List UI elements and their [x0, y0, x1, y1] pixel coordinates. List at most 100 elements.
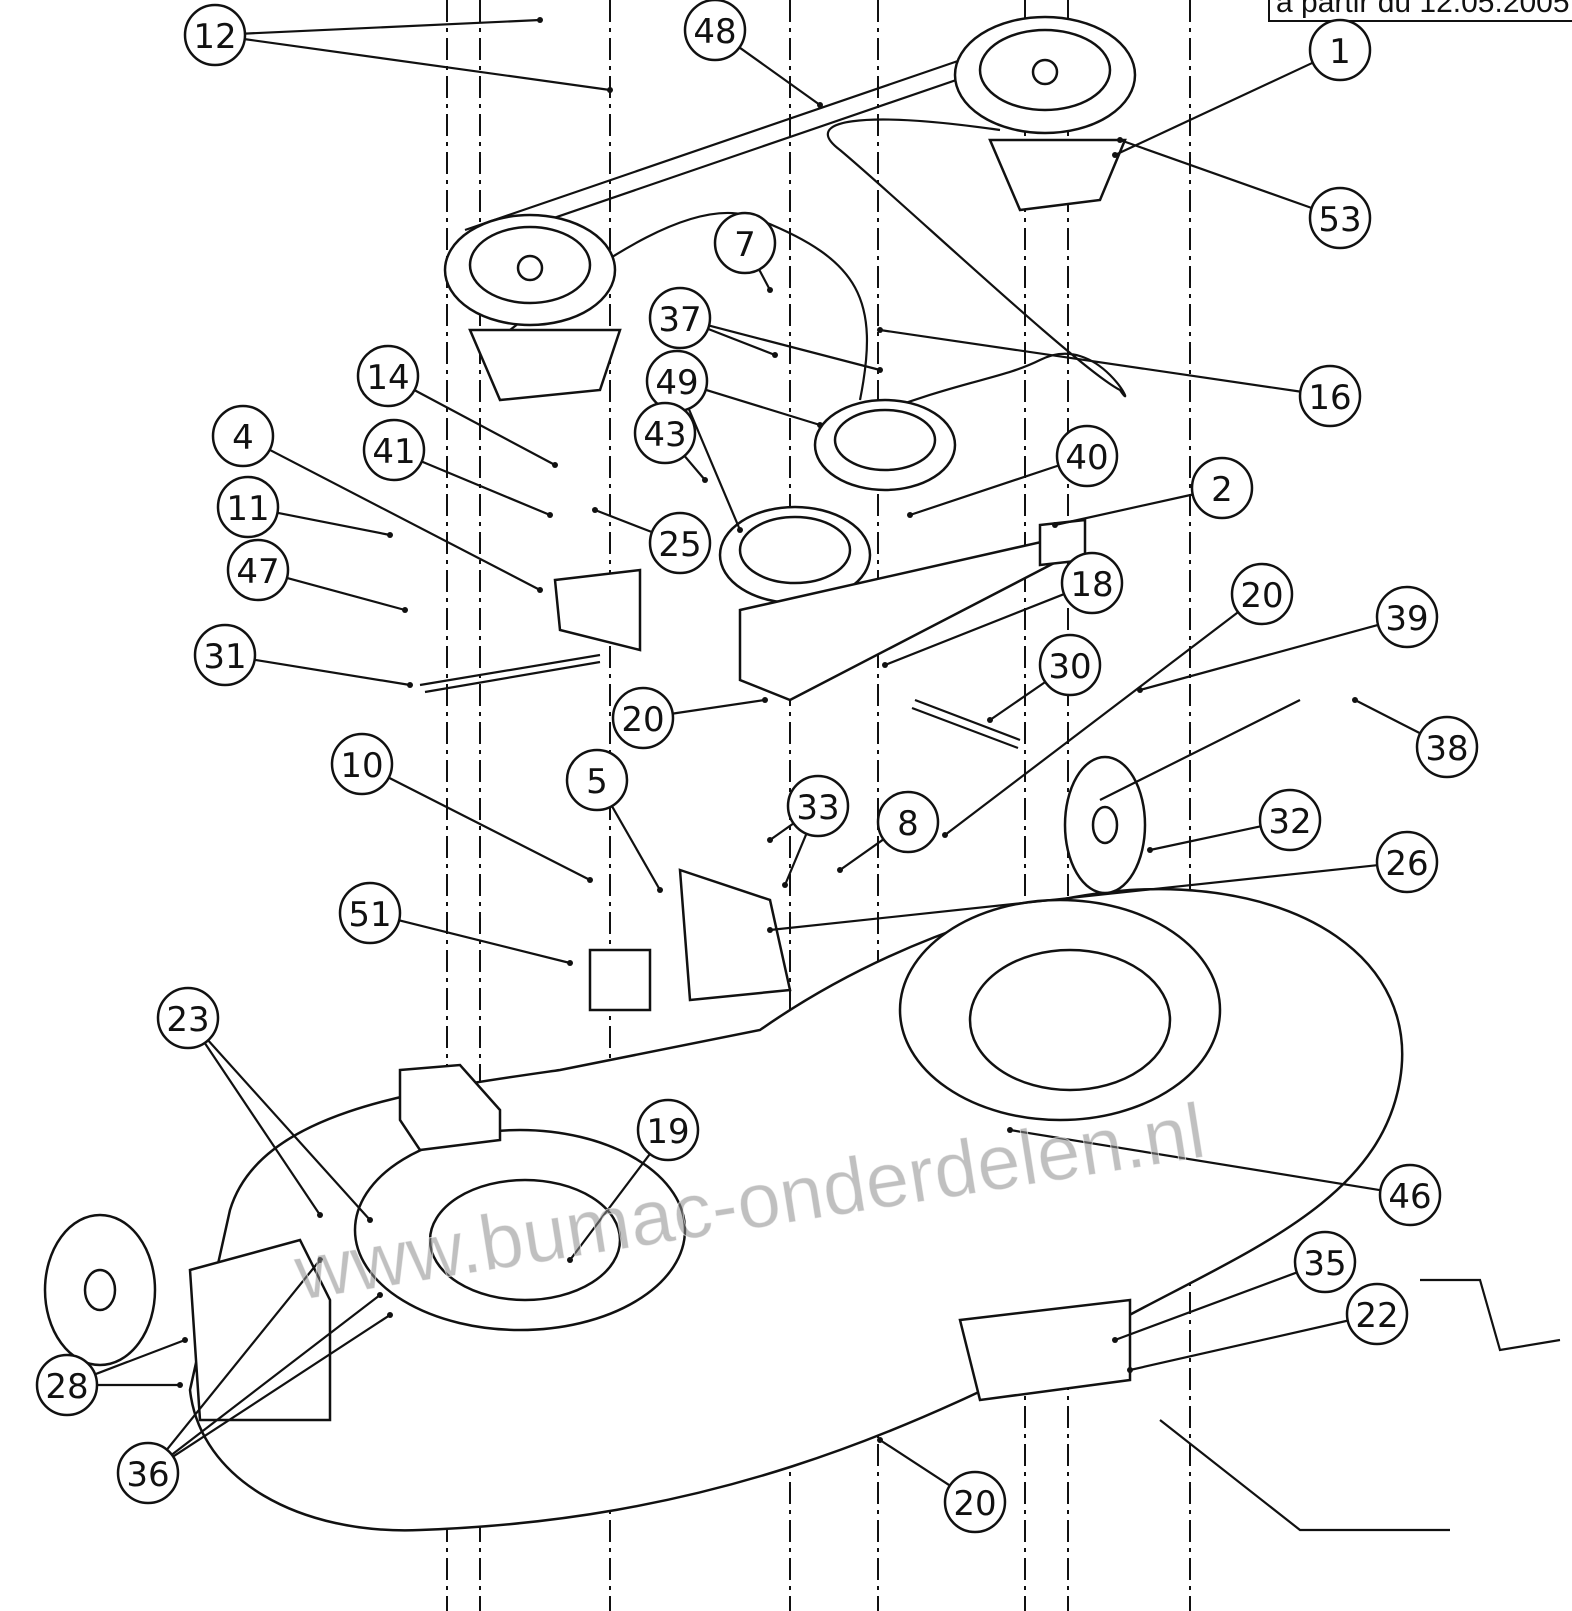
callout-circle [1308, 18, 1372, 82]
callout-20: 20 [942, 562, 1294, 838]
callout-number: 39 [1385, 599, 1428, 639]
callout-41: 41 [362, 418, 553, 518]
callout-circle [1055, 424, 1119, 488]
callout-number: 10 [340, 746, 383, 786]
arrow-head [1137, 687, 1143, 693]
leader-line [244, 38, 611, 92]
leader-line [989, 681, 1046, 721]
leader-line [286, 576, 406, 612]
callout-number: 37 [658, 300, 701, 340]
callout-number: 26 [1385, 844, 1428, 884]
callout-number: 20 [953, 1484, 996, 1524]
leader-line [254, 658, 411, 687]
callout-number: 53 [1318, 200, 1361, 240]
callout-number: 12 [193, 17, 236, 57]
callout-number: 16 [1308, 378, 1351, 418]
leader-line [94, 1338, 186, 1376]
callout-number: 28 [45, 1367, 88, 1407]
arrow-head [592, 507, 598, 513]
callout-14: 14 [356, 344, 558, 468]
arrow-head [837, 867, 843, 873]
leader-line [1149, 825, 1261, 852]
arrow-head [762, 697, 768, 703]
callout-23: 23 [156, 986, 373, 1223]
leader-line [594, 508, 653, 534]
leader-line [879, 1439, 951, 1487]
callout-number: 41 [372, 432, 415, 472]
callout-39: 39 [1137, 585, 1439, 693]
callout-40: 40 [907, 424, 1119, 518]
callout-16: 16 [877, 327, 1362, 428]
callout-38: 38 [1352, 697, 1479, 779]
leader-line [610, 805, 661, 891]
callout-number: 46 [1388, 1177, 1431, 1217]
arrow-head [782, 882, 788, 888]
arrow-head [907, 512, 913, 518]
arrow-head [817, 102, 823, 108]
callout-number: 7 [734, 225, 756, 265]
callout-number: 2 [1211, 470, 1233, 510]
leader-line [1114, 61, 1314, 156]
callout-circle [1378, 1163, 1442, 1227]
leader-line [388, 776, 591, 881]
callout-46: 46 [1007, 1127, 1442, 1227]
arrow-head [1352, 697, 1358, 703]
callout-25: 25 [592, 507, 712, 575]
arrow-head [1117, 137, 1123, 143]
callout-number: 20 [1240, 576, 1283, 616]
arrow-head [552, 462, 558, 468]
arrow-head [767, 287, 773, 293]
leader-line [909, 464, 1059, 517]
callout-circle [1375, 585, 1439, 649]
arrow-head [402, 607, 408, 613]
arrow-head [702, 477, 708, 483]
arrow-head [1147, 847, 1153, 853]
callout-35: 35 [1112, 1230, 1357, 1343]
callout-circle [1298, 364, 1362, 428]
callout-28: 28 [35, 1337, 188, 1417]
callout-circle [786, 774, 850, 838]
callout-circle [943, 1470, 1007, 1534]
callout-10: 10 [330, 732, 593, 883]
callout-number: 43 [643, 415, 686, 455]
arrow-head [987, 717, 993, 723]
callout-number: 25 [658, 525, 701, 565]
callout-43: 43 [633, 401, 708, 483]
callout-circle [876, 790, 940, 854]
callout-number: 32 [1268, 802, 1311, 842]
leader-line [879, 328, 1301, 393]
callout-number: 22 [1355, 1296, 1398, 1336]
callout-number: 23 [166, 1000, 209, 1040]
callout-circle [1190, 456, 1254, 520]
callout-number: 4 [232, 418, 254, 458]
leader-line [165, 1259, 321, 1451]
arrow-head [367, 1217, 373, 1223]
callout-circle [1415, 715, 1479, 779]
arrow-head [607, 87, 613, 93]
arrow-head [877, 367, 883, 373]
date-note: à partir du 12.05.2005 [1268, 0, 1572, 22]
callout-circle [193, 623, 257, 687]
callout-circle [565, 748, 629, 812]
callout-number: 30 [1048, 647, 1091, 687]
callout-number: 33 [796, 788, 839, 828]
callout-49: 49 [645, 349, 823, 533]
leader-line [207, 1039, 371, 1221]
callout-number: 38 [1425, 729, 1468, 769]
arrow-head [387, 1312, 393, 1318]
callout-number: 36 [126, 1455, 169, 1495]
callout-circle [633, 401, 697, 465]
callout-number: 1 [1329, 32, 1351, 72]
callout-20: 20 [611, 686, 768, 750]
callout-12: 12 [183, 3, 613, 93]
leader-line [783, 833, 808, 886]
leader-line [738, 46, 821, 106]
arrow-head [537, 17, 543, 23]
leader-line [269, 448, 541, 591]
callout-circle [1258, 788, 1322, 852]
arrow-head [772, 352, 778, 358]
arrow-head [567, 960, 573, 966]
wheels [43, 755, 1147, 1367]
arrow-head [942, 832, 948, 838]
